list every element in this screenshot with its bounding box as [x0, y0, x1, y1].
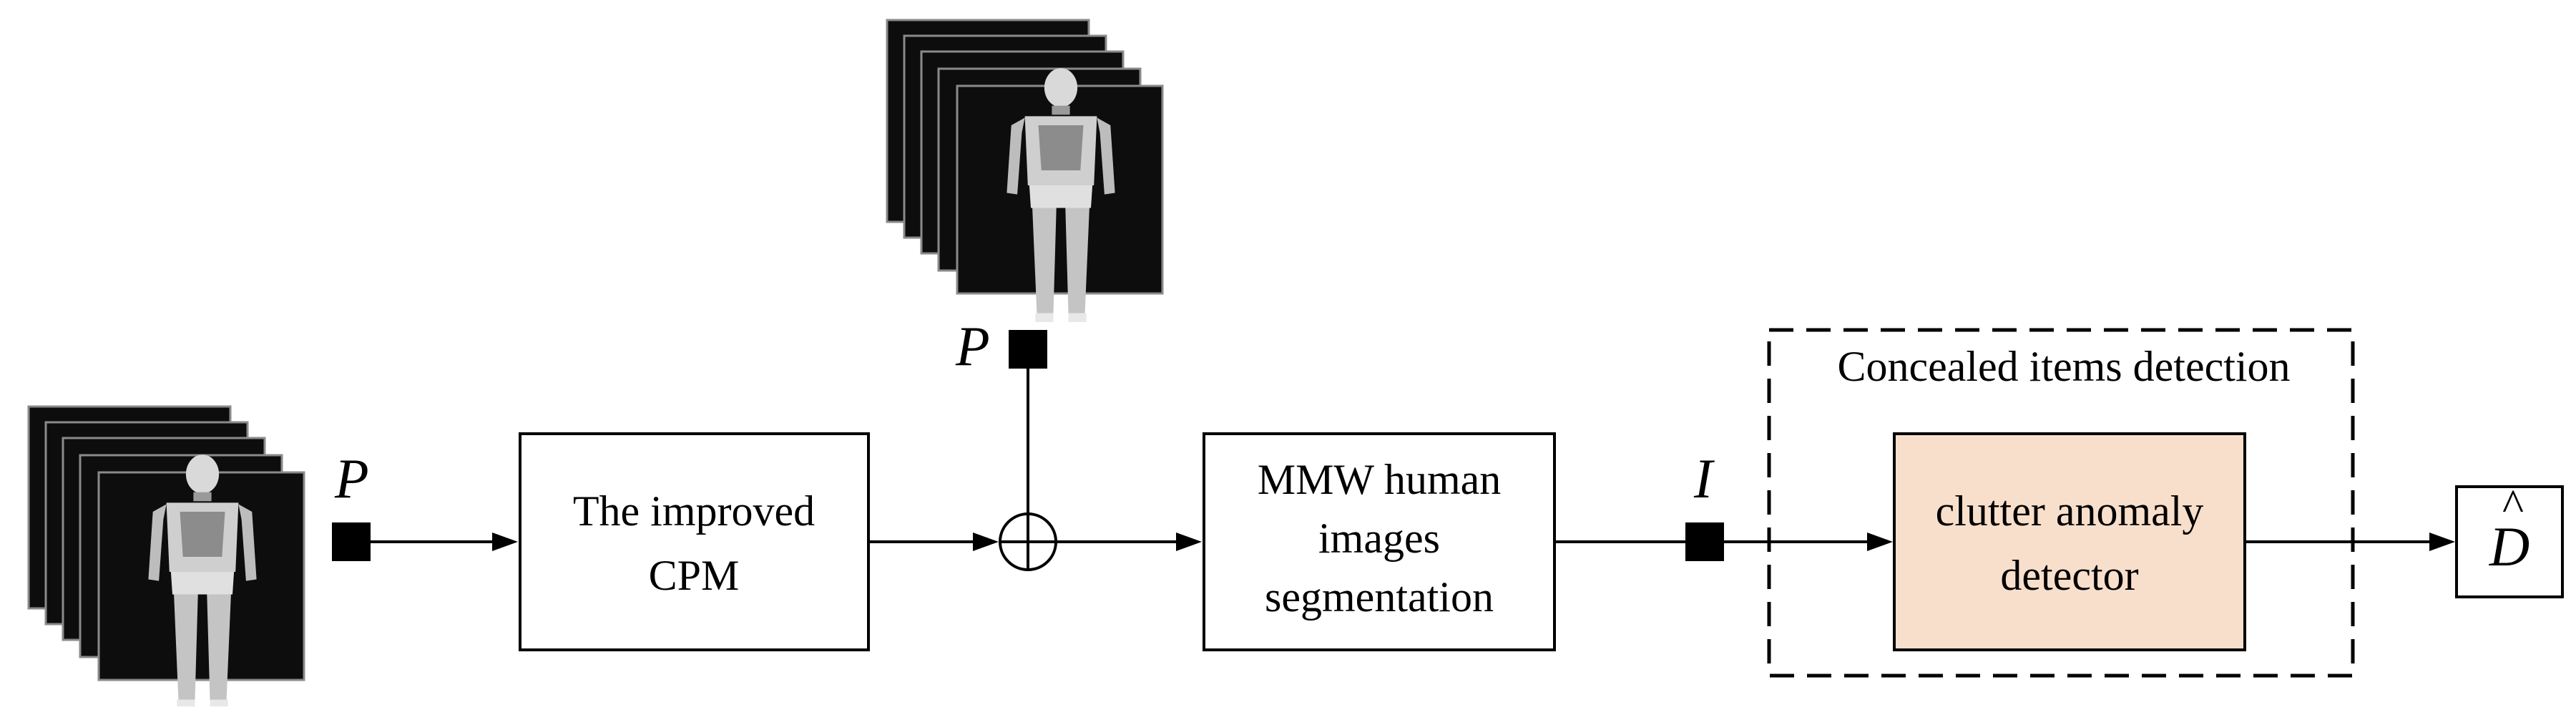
pose-variable-p: P [955, 315, 990, 377]
detector-label-line2: detector [2000, 552, 2138, 599]
pose-image-stack [886, 19, 1164, 323]
segmentation-output-square [1685, 522, 1724, 561]
input-image-stack [27, 405, 305, 709]
improved-cpm-label-line1: The improved [573, 487, 815, 535]
sum-node [999, 512, 1057, 571]
pose-node-square [1009, 330, 1047, 369]
improved-cpm-box [519, 432, 870, 651]
segmentation-label-line3: segmentation [1265, 573, 1494, 621]
input-node-square [332, 522, 371, 561]
arrowhead-input-to-cpm [492, 532, 518, 551]
detector-label-line1: clutter anomaly [1936, 487, 2204, 535]
arrowhead-detector-to-output [2429, 532, 2455, 551]
segmentation-label-line2: images [1318, 515, 1440, 562]
segmentation-box [1203, 432, 1556, 651]
arrowhead-cpm-to-sum [973, 532, 999, 551]
clutter-anomaly-detector-box [1893, 432, 2246, 651]
arrowhead-i-to-detector [1867, 532, 1893, 551]
arrowhead-sum-to-segmentation [1176, 532, 1202, 551]
segmentation-output-variable-i: I [1693, 447, 1715, 510]
segmentation-label-line1: MMW human [1258, 456, 1502, 503]
output-variable-hat: ^ [2502, 480, 2524, 530]
output-box [2455, 485, 2564, 598]
output-variable-d: D [2489, 515, 2530, 578]
input-variable-p: P [334, 447, 369, 510]
improved-cpm-label-line2: CPM [649, 552, 740, 599]
concealed-items-detection-title: Concealed items detection [1837, 343, 2290, 390]
concealed-items-detection-group [1767, 328, 2355, 678]
